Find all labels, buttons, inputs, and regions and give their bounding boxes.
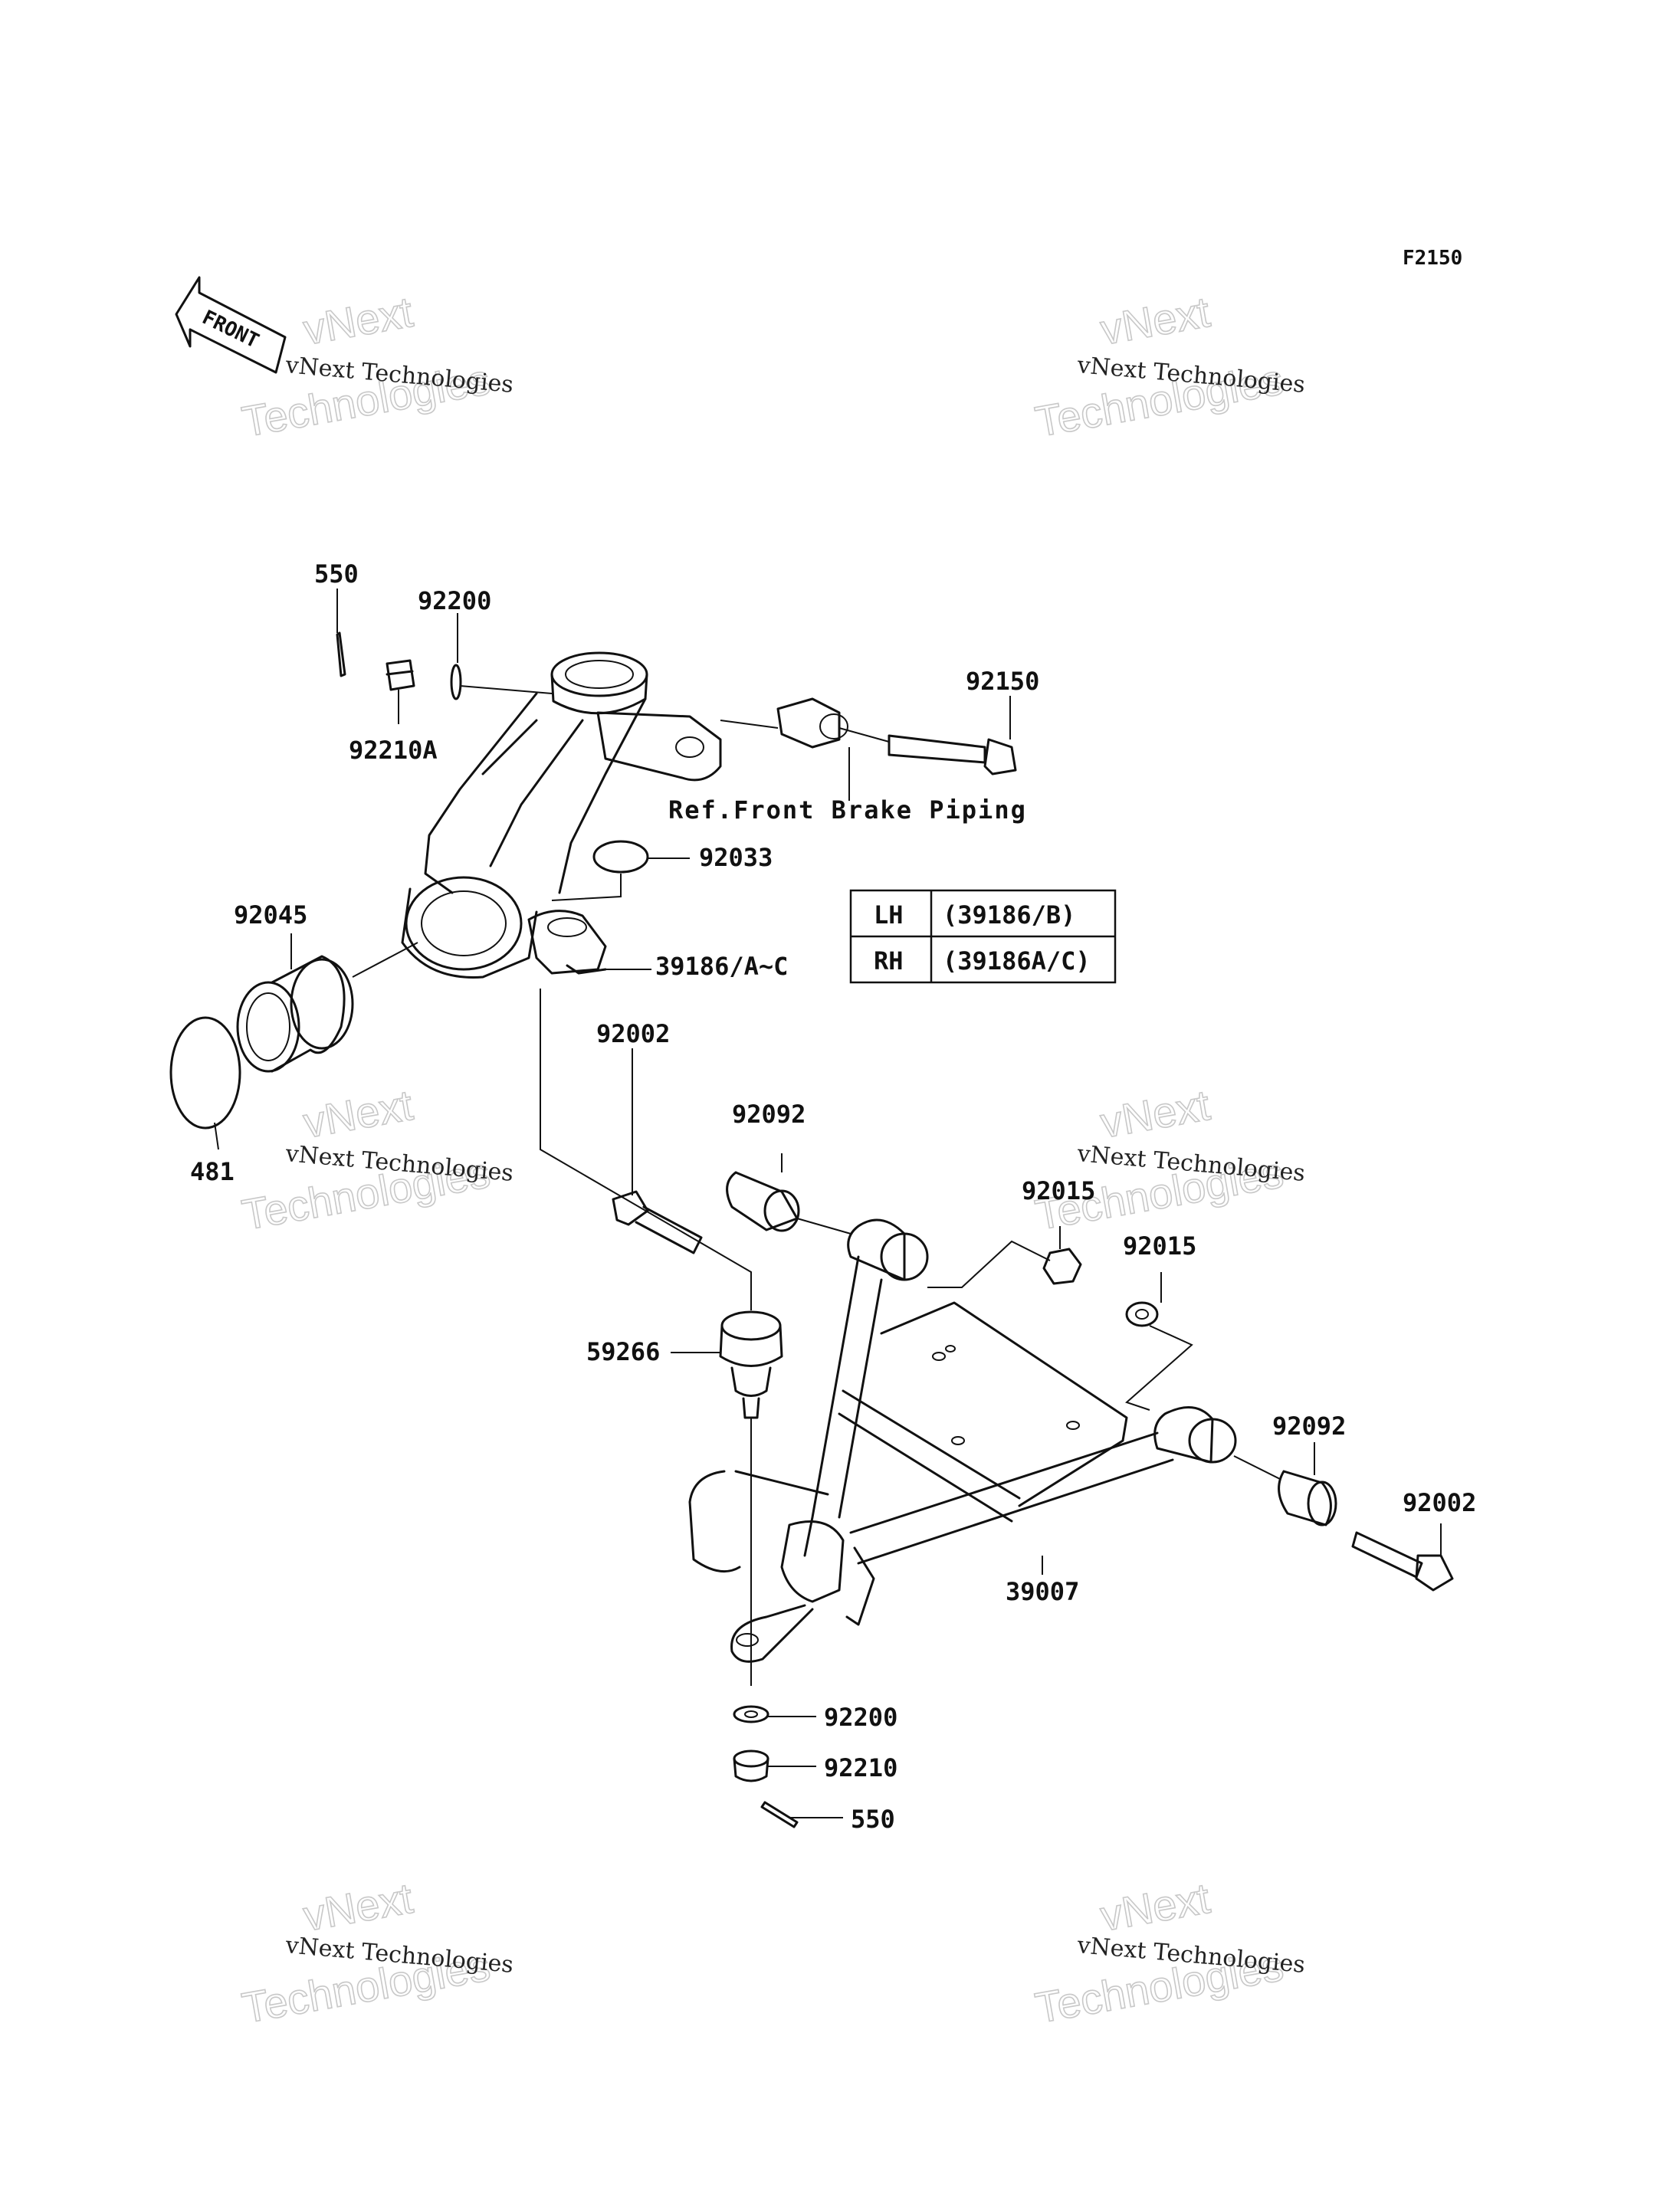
svg-text:vNext: vNext: [1097, 287, 1213, 354]
front-arrow-icon: FRONT: [175, 276, 287, 374]
callout-92033: 92033: [699, 843, 773, 872]
callout-92015-b: 92015: [1123, 1231, 1196, 1261]
watermark-bottom-left: vNext Technologies vNext Technologies: [238, 1873, 514, 2033]
callout-92092-top: 92092: [732, 1100, 806, 1129]
variant-table: LH (39186/B) RH (39186A/C): [849, 889, 1117, 984]
callout-92150: 92150: [966, 667, 1039, 696]
callout-481: 481: [190, 1157, 235, 1186]
callout-92002-right: 92002: [1403, 1488, 1476, 1517]
brake-piping-bracket: [720, 697, 848, 749]
callout-39007: 39007: [1006, 1577, 1079, 1606]
watermark-top-left: vNext Technologies vNext Technologies: [238, 287, 514, 447]
cotter-pin-top: [336, 631, 346, 677]
bolt-92150: [838, 727, 1017, 776]
table-row-rh-side: RH: [874, 946, 904, 976]
callout-59266: 59266: [586, 1337, 660, 1366]
callout-92200-top: 92200: [418, 586, 491, 615]
callout-39186: 39186/A~C: [655, 952, 788, 981]
watermark-mid-left: vNext Technologies vNext Technologies: [238, 1080, 514, 1240]
cotter-pin-bottom: [760, 1801, 799, 1828]
bushing-92092-top: [726, 1171, 851, 1235]
bearing-92045: [236, 942, 418, 1073]
figure-code: F2150: [1403, 247, 1462, 270]
bolt-92002-right: [1351, 1531, 1454, 1592]
svg-text:vNext: vNext: [1097, 1874, 1213, 1940]
callout-92015-a: 92015: [1022, 1176, 1095, 1205]
svg-text:vNext: vNext: [300, 1874, 416, 1940]
circlip-481: [169, 1016, 241, 1150]
washer-bottom: [733, 1705, 769, 1723]
callout-92210: 92210: [824, 1753, 897, 1782]
callout-92092-right: 92092: [1272, 1412, 1346, 1441]
washer-top: [450, 664, 462, 700]
callout-550-top: 550: [314, 559, 359, 589]
callout-92045: 92045: [234, 900, 307, 930]
bolt-92002-top: [612, 1190, 703, 1254]
svg-text:vNext: vNext: [1097, 1080, 1213, 1147]
callout-92002-top: 92002: [596, 1019, 670, 1048]
front-arrow-label: FRONT: [199, 306, 263, 353]
callout-92200-bottom: 92200: [824, 1703, 897, 1732]
watermark-mid-right: vNext Technologies vNext Technologies: [1031, 1080, 1306, 1240]
nut-92015-a: [927, 1240, 1082, 1288]
bushing-92092-right: [1233, 1455, 1337, 1526]
castle-nut-top: [386, 659, 415, 691]
a-arm-39007: [688, 1218, 1237, 1663]
callout-92210a: 92210A: [349, 736, 438, 765]
watermark-top-right: vNext Technologies vNext Technologies: [1031, 287, 1306, 447]
table-row-lh-side: LH: [874, 900, 904, 930]
table-row-lh-part: (39186/B): [943, 900, 1075, 930]
table-row-rh-part: (39186A/C): [943, 946, 1091, 976]
callout-550-bottom: 550: [851, 1805, 895, 1834]
snap-ring-92033: [551, 840, 690, 901]
svg-text:vNext: vNext: [300, 1080, 416, 1147]
steering-knuckle: [401, 651, 722, 979]
svg-text:vNext: vNext: [300, 287, 416, 354]
watermark-bottom-right: vNext Technologies vNext Technologies: [1031, 1873, 1306, 2033]
castle-nut-bottom: [733, 1749, 769, 1782]
nut-92015-b: [1125, 1301, 1193, 1411]
reference-note: Ref.Front Brake Piping: [668, 795, 1027, 825]
ball-joint-59266: [719, 1310, 783, 1419]
